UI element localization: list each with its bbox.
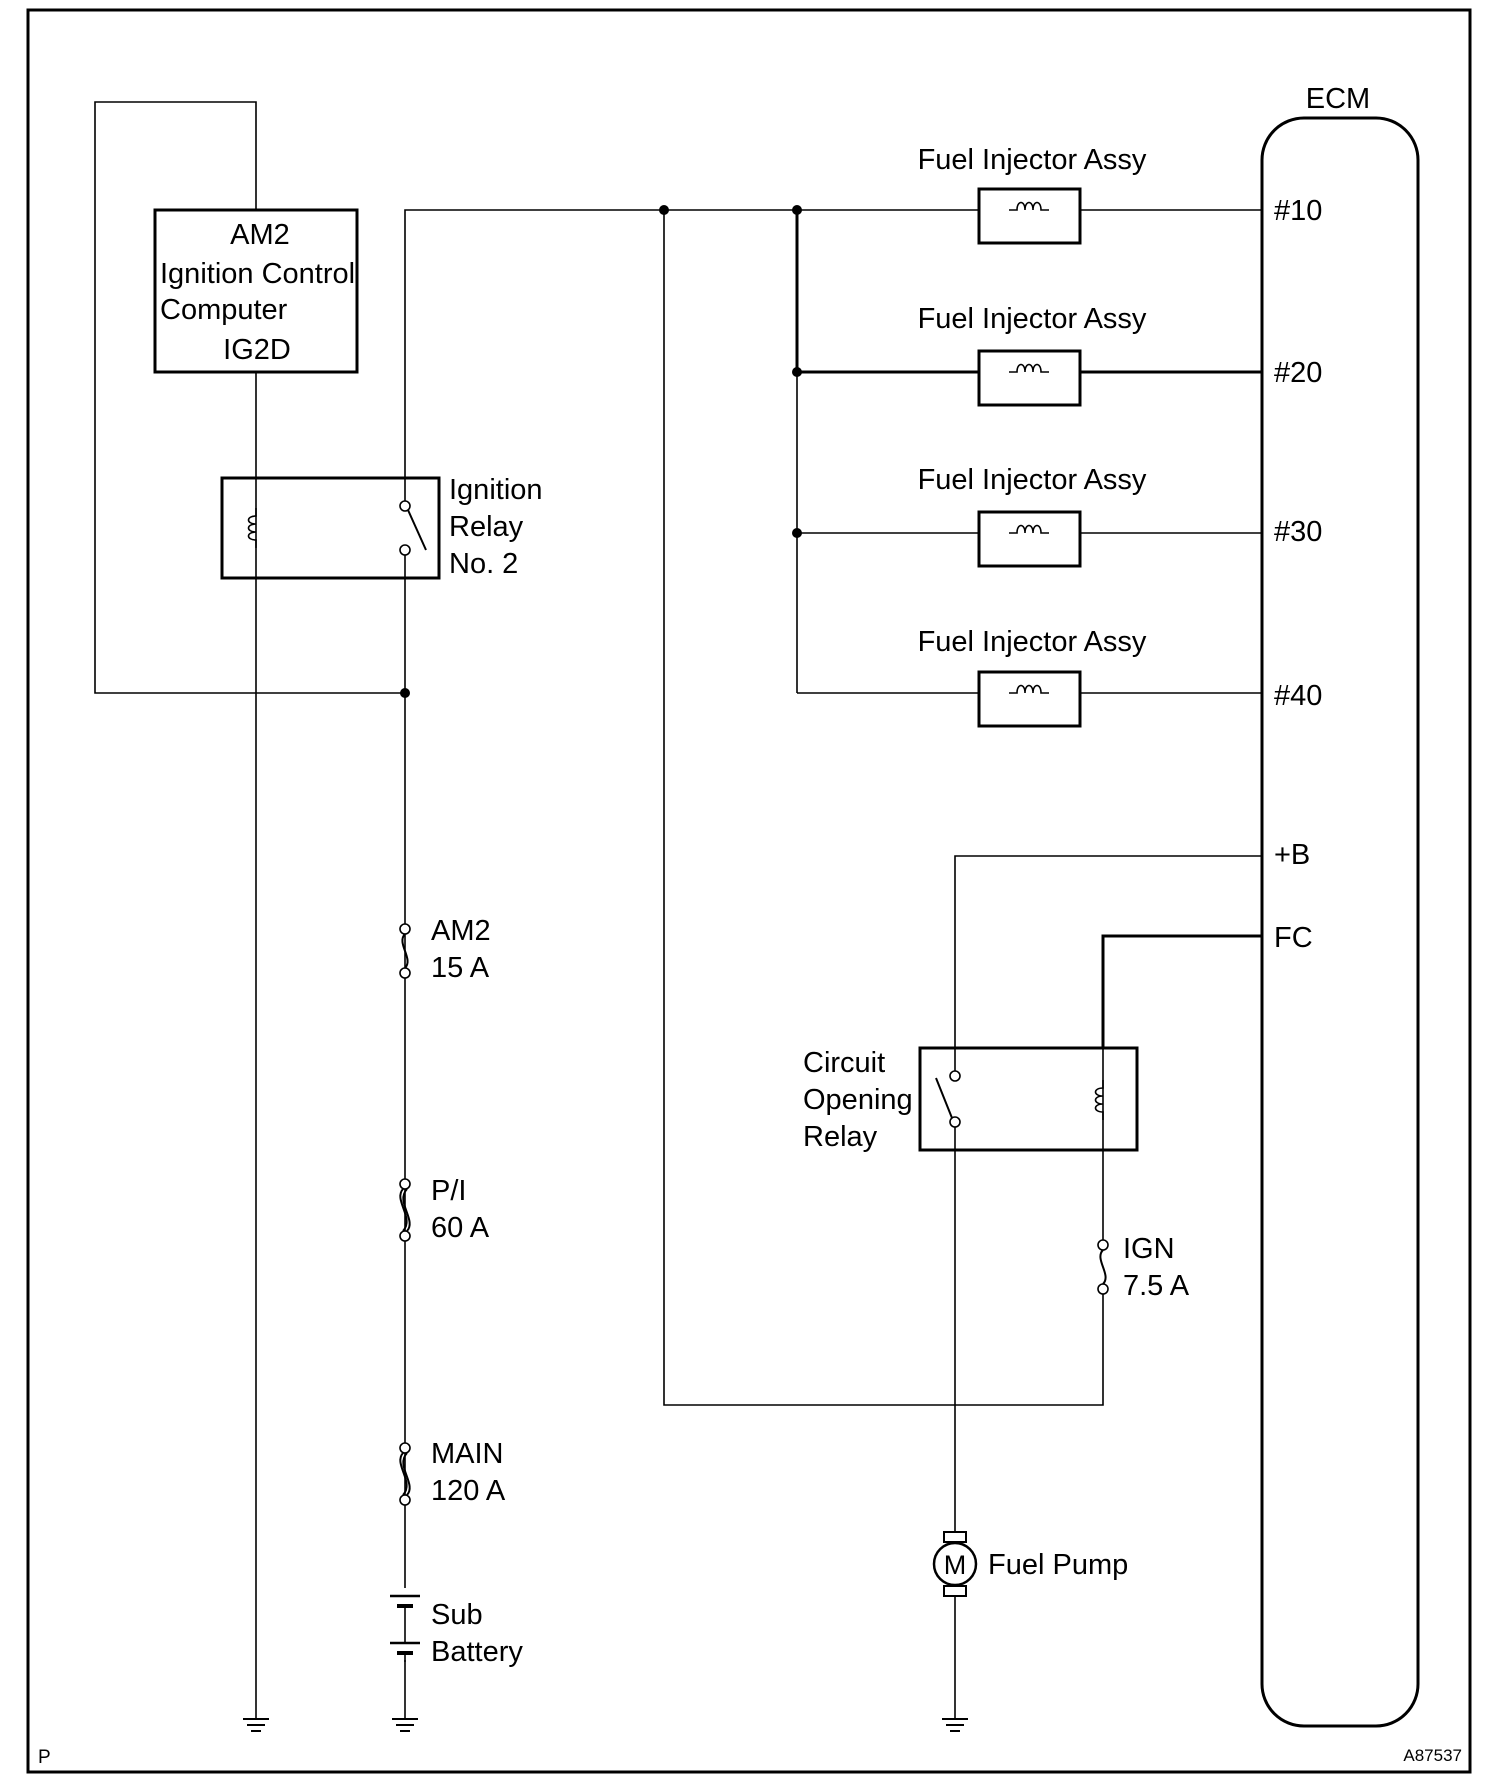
junction-dot (400, 688, 410, 698)
ground-icon-battery (391, 1704, 419, 1732)
fuse-ign-icon (1097, 1239, 1109, 1295)
ignition-relay-label-1: Ignition (449, 474, 543, 506)
corner-label-right: A87537 (1403, 1746, 1462, 1765)
am2-title: AM2 (230, 219, 290, 251)
fuel-pump-cap-bottom (943, 1585, 967, 1597)
injector-2-label: Fuel Injector Assy (918, 303, 1147, 335)
cor-contact-top (949, 1070, 961, 1082)
fuse-pi-icon (399, 1178, 411, 1242)
ignition-relay-no2 (220, 476, 441, 580)
ground-icon-fuel-pump (941, 1704, 969, 1732)
wire-plus-b (954, 855, 1262, 1072)
fuse-am2-rating: 15 A (431, 952, 490, 984)
sub-battery-label-1: Sub (431, 1599, 483, 1631)
ecm-label: ECM (1306, 83, 1370, 115)
am2-terminal-ig2d: IG2D (223, 334, 291, 366)
ignition-relay-label-3: No. 2 (449, 548, 518, 580)
sub-battery-label-2: Battery (431, 1636, 523, 1668)
fuse-pi-rating: 60 A (431, 1212, 490, 1244)
fuel-injector-3 (977, 510, 1082, 568)
fuse-main-icon (399, 1442, 411, 1506)
ignition-relay-switch-arm (407, 509, 427, 551)
injector-4-label: Fuel Injector Assy (918, 626, 1147, 658)
injector-1-label: Fuel Injector Assy (918, 144, 1147, 176)
ground-icon-ig2d (242, 1704, 270, 1732)
fuel-pump-motor-symbol: M (944, 1550, 967, 1580)
ecm-terminal-40: #40 (1274, 680, 1322, 712)
fuel-injector-4 (977, 670, 1082, 728)
cor-switch-arm (935, 1077, 953, 1119)
cor-coil-icon (1094, 1079, 1104, 1121)
circuit-opening-relay (918, 1046, 1139, 1152)
ignition-relay-label-2: Relay (449, 511, 524, 543)
wire-main-feed-top (404, 209, 1262, 501)
ecm-terminal-fc: FC (1274, 922, 1313, 954)
fuse-ign-name: IGN (1123, 1233, 1175, 1265)
cor-label-3: Relay (803, 1121, 878, 1153)
ecm-box (1260, 116, 1420, 1728)
am2-name-line2: Computer (160, 294, 288, 326)
ignition-relay-contact-top (399, 500, 411, 512)
wire-ign-loop (663, 210, 1104, 1406)
fuel-pump-label: Fuel Pump (988, 1549, 1128, 1581)
fuel-injector-1 (977, 187, 1082, 245)
cor-contact-bottom (949, 1116, 961, 1128)
fuse-pi-name: P/I (431, 1175, 466, 1207)
cor-label-2: Opening (803, 1084, 913, 1116)
fuel-pump-motor-icon (932, 1541, 978, 1587)
ecm-terminal-10: #10 (1274, 195, 1322, 227)
am2-name-line1: Ignition Control (160, 258, 355, 290)
fuse-ign-rating: 7.5 A (1123, 1270, 1190, 1302)
wire-left-loop (94, 101, 405, 694)
corner-label-left: P (38, 1747, 51, 1768)
fuse-am2-name: AM2 (431, 915, 491, 947)
fuse-am2-icon (399, 923, 411, 979)
fuel-pump-cap-top (943, 1531, 967, 1543)
fuel-injector-2 (977, 349, 1082, 407)
ecm-terminal-b: +B (1274, 839, 1310, 871)
fuse-main-rating: 120 A (431, 1475, 506, 1507)
ignition-relay-contact-bottom (399, 544, 411, 556)
wire-fc (1101, 934, 1262, 1048)
sub-battery-icon (390, 1588, 420, 1662)
ecm-terminal-30: #30 (1274, 516, 1322, 548)
cor-label-1: Circuit (803, 1047, 885, 1079)
injector-3-label: Fuel Injector Assy (918, 464, 1147, 496)
ecm-terminal-20: #20 (1274, 357, 1322, 389)
ignition-relay-coil-icon (247, 507, 257, 549)
page-frame (26, 8, 1472, 1774)
fuse-main-name: MAIN (431, 1438, 504, 1470)
